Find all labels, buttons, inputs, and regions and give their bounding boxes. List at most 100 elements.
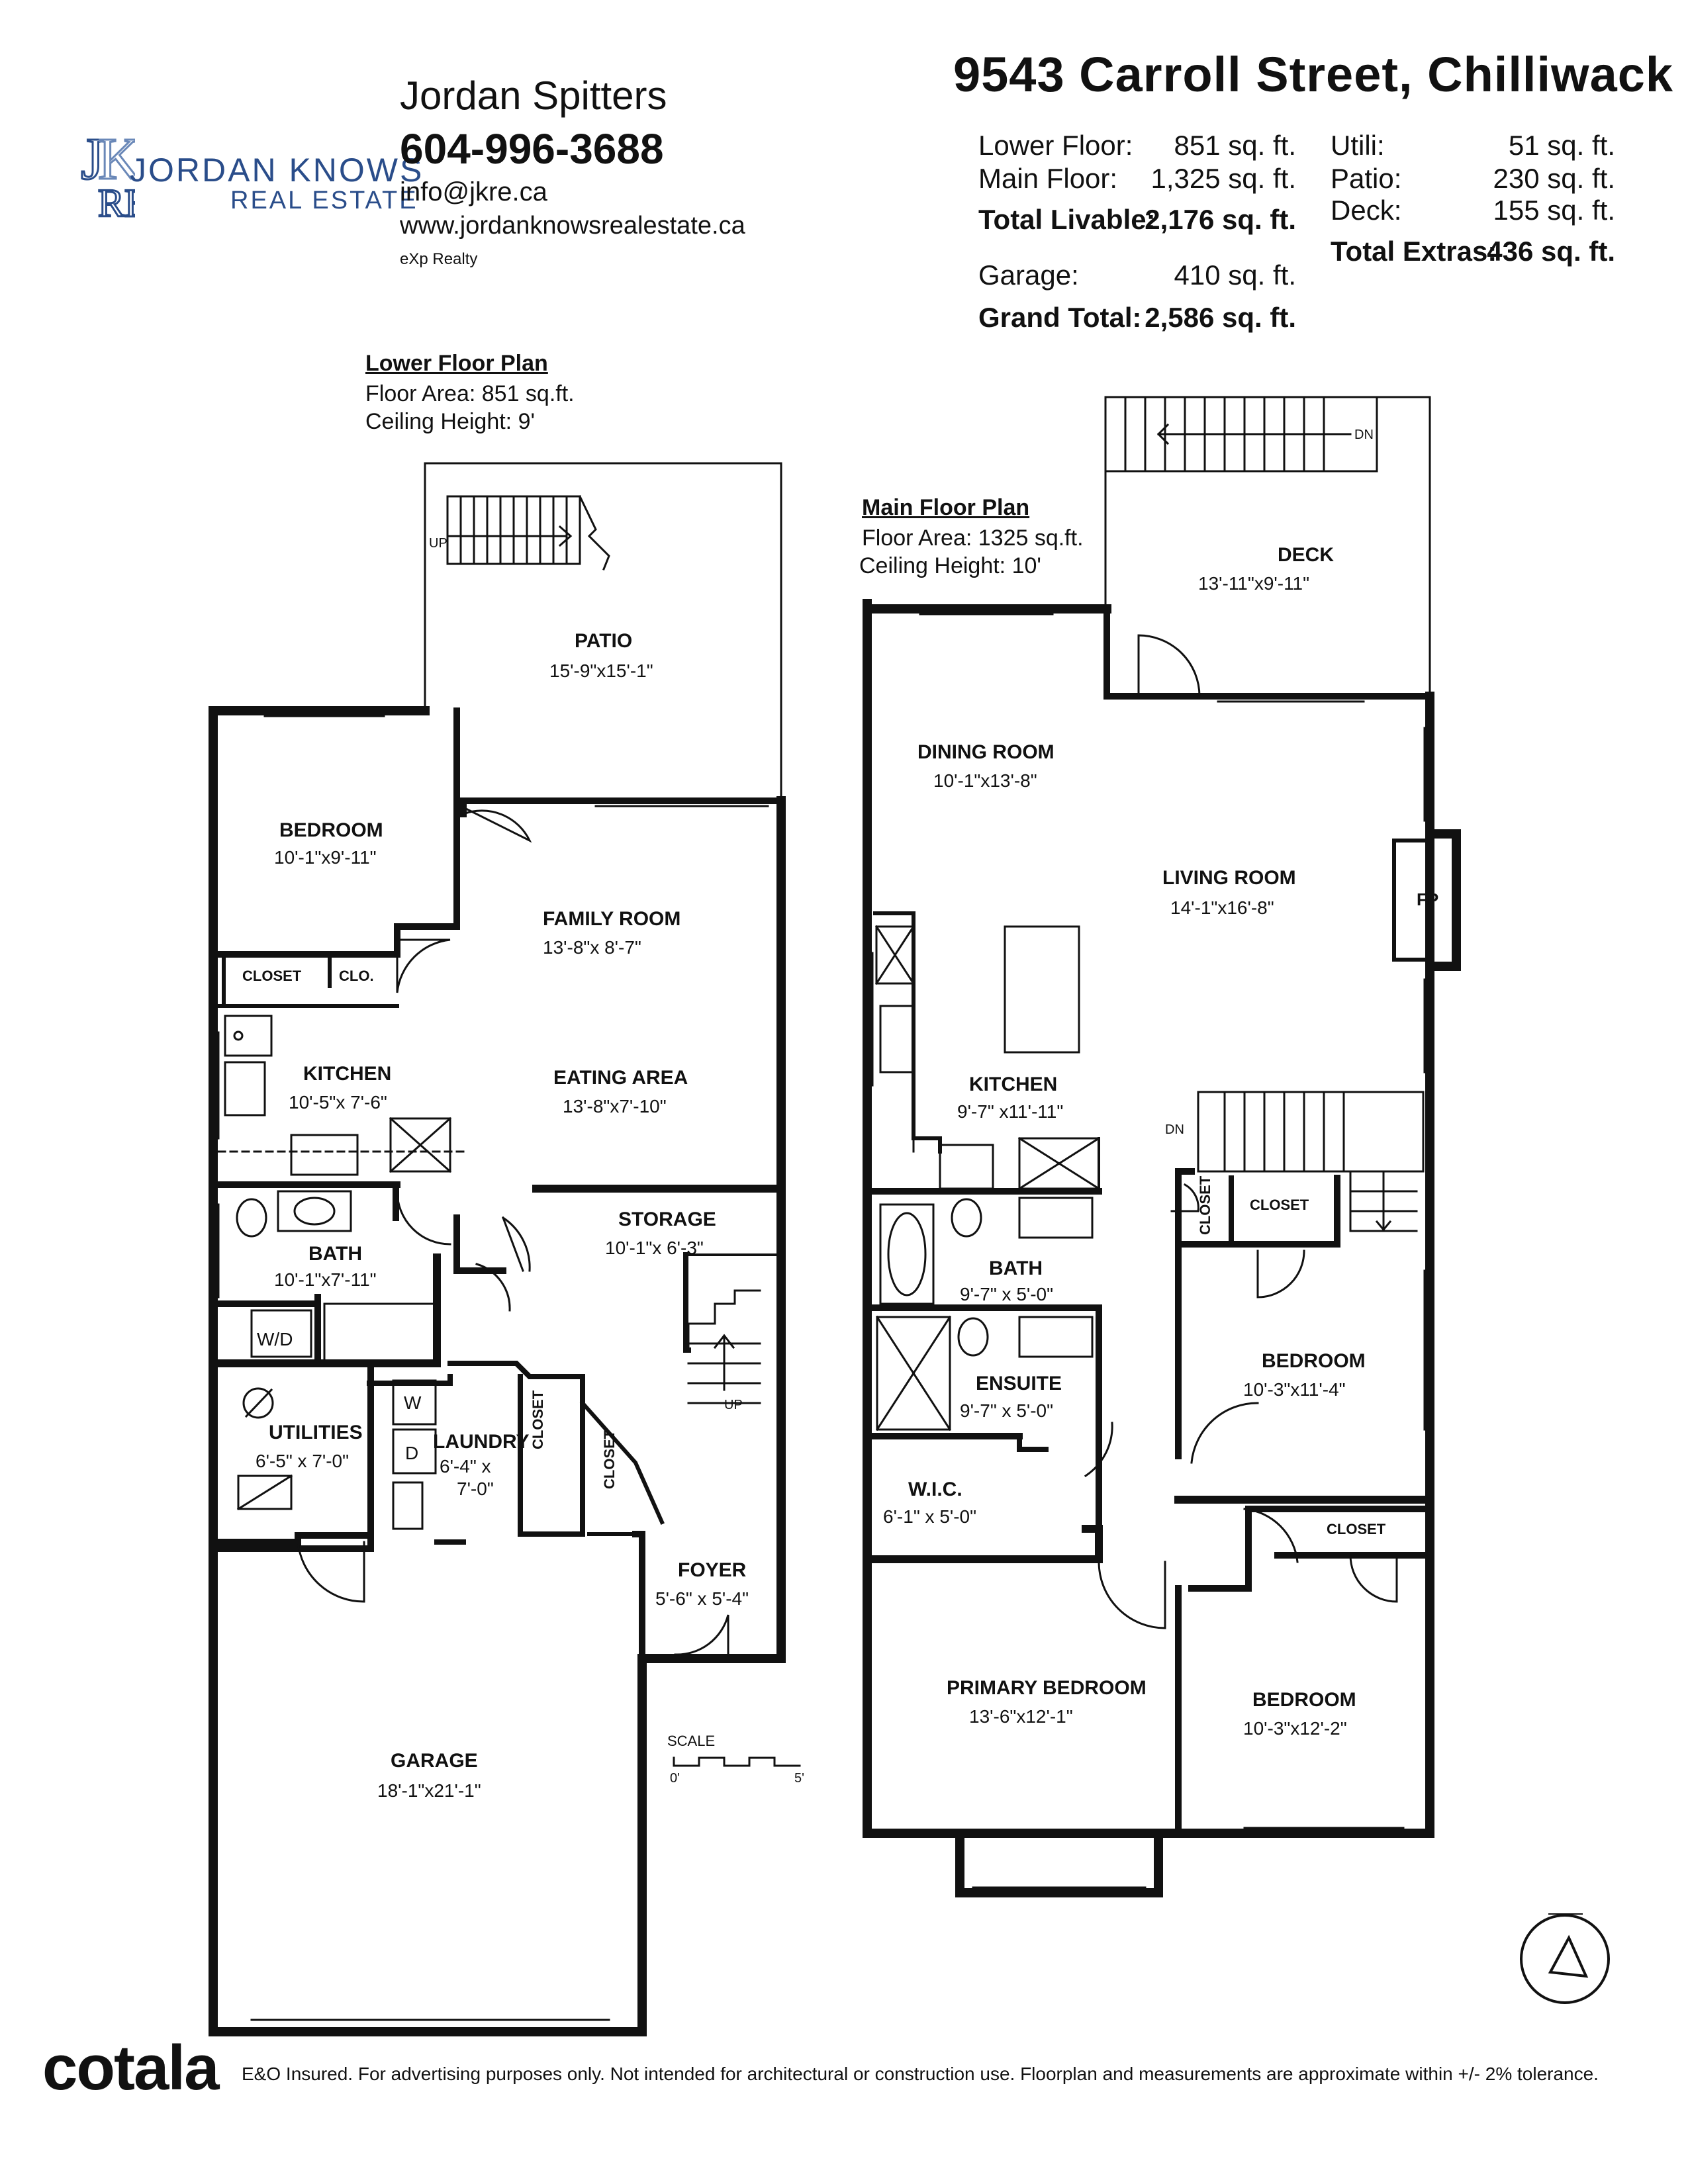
area-label: Deck:: [1331, 195, 1402, 226]
agent-phone[interactable]: 604-996-3688: [400, 125, 664, 173]
main-floor-walls: [863, 396, 1461, 1897]
room-dims-lower-kitchen: 10'-5"x 7'-6": [289, 1092, 387, 1113]
area-label: Total Livable:: [978, 204, 1156, 235]
scale-bar: [673, 1756, 801, 1767]
room-dims-ensuite: 9'-7" x 5'-0": [960, 1400, 1054, 1421]
room-name-primary-bedroom: PRIMARY BEDROOM: [947, 1677, 1147, 1699]
room-name-bedroom-2: BEDROOM: [1262, 1350, 1366, 1372]
label-dn-deck: DN: [1354, 428, 1374, 442]
label-washer-dryer: W/D: [257, 1329, 293, 1349]
area-label: Total Extras:: [1331, 236, 1497, 267]
label-dn-stairs: DN: [1165, 1122, 1184, 1137]
room-dims-living-room: 14'-1"x16'-8": [1170, 897, 1274, 918]
room-dims-dining-room: 10'-1"x13'-8": [933, 770, 1037, 791]
room-name-laundry: LAUNDRY: [433, 1431, 530, 1453]
area-label: Main Floor:: [978, 163, 1118, 194]
lower-plan-title: Lower Floor Plan: [365, 351, 548, 376]
room-name-dining-room: DINING ROOM: [917, 741, 1055, 763]
room-dims-lower-bath: 10'-1"x7'-11": [274, 1269, 377, 1290]
room-name-wic: W.I.C.: [908, 1479, 962, 1500]
agent-website[interactable]: www.jordanknowsrealestate.ca: [400, 212, 745, 240]
scale-min: 0': [670, 1771, 680, 1786]
deck-stair-icon: [1104, 396, 1378, 473]
room-name-deck: DECK: [1278, 544, 1335, 566]
lower-plan-ceiling: Ceiling Height: 9': [365, 409, 535, 434]
area-value: 155 sq. ft.: [1493, 195, 1615, 226]
disclaimer-text: E&O Insured. For advertising purposes on…: [242, 2064, 1599, 2084]
cotala-logo: cotala: [42, 2032, 219, 2103]
room-dims-utilities: 6'-5" x 7'-0": [256, 1451, 350, 1471]
room-name-main-kitchen: KITCHEN: [969, 1073, 1058, 1095]
area-value: 2,586 sq. ft.: [1145, 302, 1296, 333]
area-label: Utili:: [1331, 130, 1385, 161]
area-label: Patio:: [1331, 163, 1402, 194]
area-row-deck: Deck: 155 sq. ft.: [1331, 195, 1615, 226]
main-doors: [1084, 634, 1398, 1629]
main-plan-title: Main Floor Plan: [862, 495, 1030, 520]
label-closet-lower: CLOSET: [242, 968, 302, 984]
room-name-bedroom-3: BEDROOM: [1252, 1689, 1356, 1711]
room-dims-storage: 10'-1"x 6'-3": [605, 1238, 704, 1258]
room-name-patio: PATIO: [575, 630, 633, 652]
room-name-foyer: FOYER: [678, 1559, 747, 1581]
room-dims-eating-area: 13'-8"x7'-10": [563, 1096, 667, 1116]
label-closet-main: CLOSET: [1250, 1197, 1309, 1213]
agent-name: Jordan Spitters: [400, 73, 667, 118]
area-label: Garage:: [978, 259, 1079, 291]
room-dims-foyer: 5'-6" x 5'-4": [655, 1588, 749, 1609]
room-dims-garage: 18'-1"x21'-1": [377, 1780, 481, 1801]
room-name-main-bath: BATH: [989, 1257, 1043, 1279]
label-up-foyer: UP: [724, 1398, 743, 1412]
area-row-main-floor: Main Floor: 1,325 sq. ft.: [978, 163, 1296, 195]
area-row-patio: Patio: 230 sq. ft.: [1331, 163, 1615, 195]
down-stair-icon: [1197, 1091, 1425, 1232]
room-name-storage: STORAGE: [618, 1208, 716, 1230]
area-row-lower-floor: Lower Floor: 851 sq. ft.: [978, 130, 1296, 161]
room-dims-lower-bedroom: 10'-1"x9'-11": [274, 847, 377, 868]
room-name-utilities: UTILITIES: [269, 1422, 363, 1443]
svg-text:J: J: [81, 126, 104, 192]
lower-stair-icon: [446, 494, 610, 570]
room-dims-deck: 13'-11"x9'-11": [1198, 573, 1310, 594]
agent-email[interactable]: info@jkre.ca: [400, 177, 547, 206]
area-row-garage: Garage: 410 sq. ft.: [978, 259, 1296, 291]
label-closet-foyer: CLOSET: [601, 1430, 618, 1489]
area-value: 1,325 sq. ft.: [1150, 163, 1296, 194]
area-value: 230 sq. ft.: [1493, 163, 1615, 194]
room-dims-laundry: 6'-4" x: [440, 1456, 491, 1477]
room-dims-wic: 6'-1" x 5'-0": [883, 1506, 977, 1527]
area-value: 436 sq. ft.: [1487, 236, 1615, 267]
main-plan-floor-area: Floor Area: 1325 sq.ft.: [862, 525, 1084, 551]
label-closet-laundry: CLOSET: [530, 1390, 546, 1449]
agency-logo-wordmark: JORDAN KNOWS REAL ESTATE: [130, 151, 424, 215]
label-up-patio: UP: [429, 536, 447, 551]
room-name-garage: GARAGE: [391, 1750, 478, 1772]
room-name-family-room: FAMILY ROOM: [543, 908, 681, 930]
area-value: 410 sq. ft.: [1174, 259, 1296, 291]
room-dims-laundry-2: 7'-0": [457, 1479, 494, 1499]
main-plan-ceiling: Ceiling Height: 10': [859, 553, 1041, 578]
label-dryer: D: [405, 1443, 419, 1463]
lower-plan-floor-area: Floor Area: 851 sq.ft.: [365, 381, 575, 406]
room-name-living-room: LIVING ROOM: [1162, 867, 1296, 889]
lower-fixtures: [217, 1015, 465, 1530]
north-arrow-icon: [1520, 1913, 1610, 2004]
room-name-ensuite: ENSUITE: [976, 1373, 1062, 1394]
room-name-lower-bath: BATH: [308, 1243, 363, 1265]
logo-line-2: REAL ESTATE: [230, 187, 418, 214]
area-value: 851 sq. ft.: [1174, 130, 1296, 161]
room-dims-family-room: 13'-8"x 8'-7": [543, 937, 641, 958]
upstairs-stair-icon: [687, 1289, 761, 1404]
area-value: 51 sq. ft.: [1508, 130, 1615, 161]
room-dims-main-bath: 9'-7" x 5'-0": [960, 1284, 1054, 1304]
scale-max: 5': [794, 1771, 804, 1786]
room-dims-patio: 15'-9"x15'-1": [549, 660, 653, 681]
area-row-grand-total: Grand Total: 2,586 sq. ft.: [978, 302, 1296, 334]
area-value: 2,176 sq. ft.: [1145, 204, 1296, 235]
area-row-utilities: Utili: 51 sq. ft.: [1331, 130, 1615, 161]
room-name-lower-kitchen: KITCHEN: [303, 1063, 392, 1085]
label-washer: W: [404, 1392, 422, 1413]
room-dims-main-kitchen: 9'-7" x11'-11": [957, 1101, 1064, 1122]
area-label: Grand Total:: [978, 302, 1142, 333]
